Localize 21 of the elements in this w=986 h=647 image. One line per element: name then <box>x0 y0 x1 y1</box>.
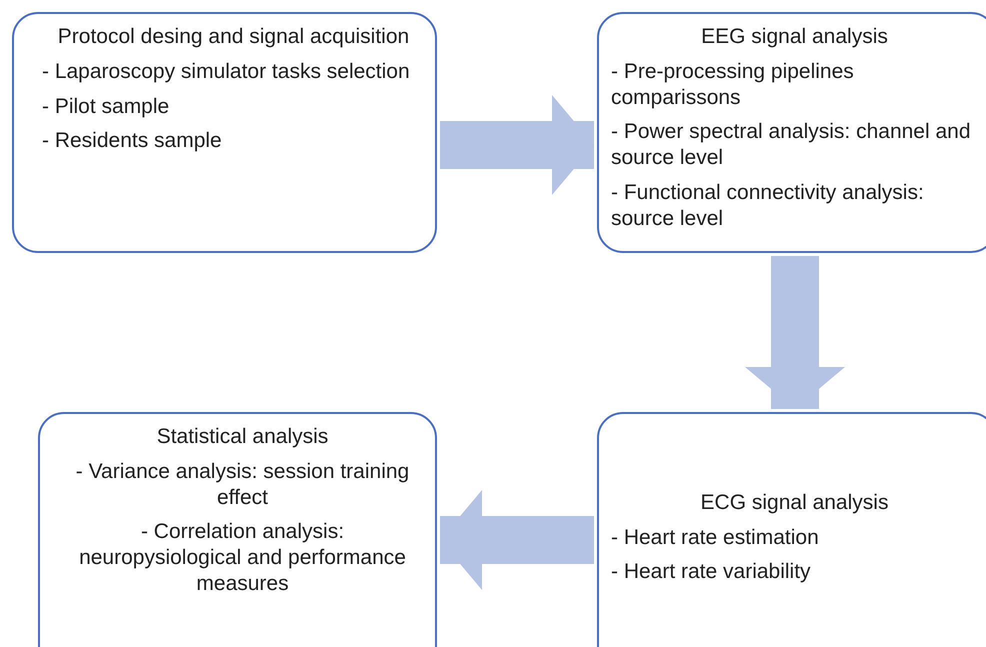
block-arrow <box>440 95 594 195</box>
bullet-text: - Correlation analysis: neuropysiological and performance measures <box>78 519 407 597</box>
bullet-text: - Laparoscopy simulator tasks selection <box>42 58 411 85</box>
box-heading: Statistical analysis <box>156 424 330 450</box>
bullet-text: - Power spectral analysis: channel and source level <box>611 119 972 172</box>
bullet-text: - Pilot sample <box>42 94 170 120</box>
bullet-text: - Residents sample <box>42 128 223 154</box>
bullet-text: - Heart rate variability <box>611 559 812 586</box>
box-heading: EEG signal analysis <box>700 24 889 50</box>
block-arrow <box>440 490 594 590</box>
process-box <box>12 12 437 253</box>
process-box <box>38 412 437 647</box>
bullet-text: - Pre-processing pipelines comparissons <box>611 58 855 110</box>
bullet-text: - Heart rate estimation <box>611 524 820 550</box>
process-box <box>597 412 986 647</box>
box-heading: Protocol desing and signal acquisition <box>56 24 410 50</box>
box-heading: ECG signal analysis <box>700 490 890 516</box>
bullet-text: - Variance analysis: session training effect <box>74 458 410 510</box>
bullet-text: - Functional connectivity analysis: source level <box>611 180 925 232</box>
process-box <box>597 12 986 253</box>
block-arrow <box>745 256 845 409</box>
